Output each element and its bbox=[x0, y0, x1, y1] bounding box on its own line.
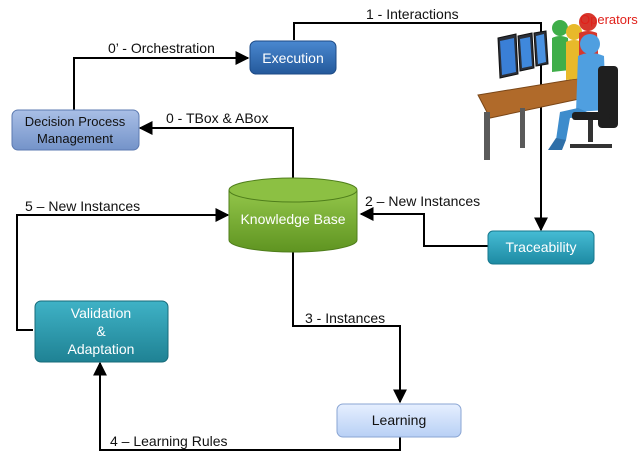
edge-interactions: 1 - Interactions bbox=[293, 6, 548, 232]
node-decision-label-line2: Management bbox=[37, 131, 113, 146]
node-validation-adaptation: Validation & Adaptation bbox=[34, 300, 169, 363]
node-traceability: Traceability bbox=[487, 230, 595, 265]
operators-illustration: Operators bbox=[477, 12, 638, 160]
node-validation-label-line1: Validation bbox=[71, 305, 131, 321]
node-decision-label-line1: Decision Process bbox=[25, 114, 126, 129]
edge-learning-rules: 4 – Learning Rules bbox=[93, 361, 401, 451]
node-validation-label-line3: Adaptation bbox=[68, 341, 135, 357]
edge-learning-rules-label: 4 – Learning Rules bbox=[110, 433, 228, 449]
edge-new-instances-left-label: 5 – New Instances bbox=[25, 198, 140, 214]
monitor-icon bbox=[533, 30, 549, 67]
node-traceability-label: Traceability bbox=[505, 239, 576, 255]
edge-instances: 3 - Instances bbox=[292, 252, 407, 404]
node-execution-label: Execution bbox=[262, 50, 323, 66]
edge-tbox-abox: 0 - TBox & ABox bbox=[138, 110, 294, 180]
edge-instances-label: 3 - Instances bbox=[305, 310, 385, 326]
edge-new-instances-right: 2 – New Instances bbox=[359, 193, 488, 247]
node-knowledge-base-label: Knowledge Base bbox=[240, 211, 345, 227]
edge-interactions-label: 1 - Interactions bbox=[366, 6, 459, 22]
edge-orchestration: 0’ - Orchestration bbox=[73, 40, 250, 110]
node-decision-process-management: Decision Process Management bbox=[11, 109, 140, 151]
chair-icon bbox=[570, 66, 618, 148]
edge-new-instances-right-label: 2 – New Instances bbox=[365, 193, 480, 209]
edge-orchestration-label: 0’ - Orchestration bbox=[108, 40, 215, 56]
node-learning-label: Learning bbox=[372, 412, 427, 428]
node-execution: Execution bbox=[249, 40, 337, 75]
node-validation-label-line2: & bbox=[96, 323, 106, 339]
edge-new-instances-left: 5 – New Instances bbox=[16, 198, 230, 331]
edge-tbox-abox-label: 0 - TBox & ABox bbox=[166, 110, 268, 126]
operators-label: Operators bbox=[580, 12, 638, 27]
monitor-icon bbox=[497, 33, 519, 79]
node-learning: Learning bbox=[336, 403, 462, 438]
node-knowledge-base: Knowledge Base bbox=[228, 177, 358, 253]
operator-figure-green bbox=[552, 20, 570, 72]
monitor-icon bbox=[517, 32, 535, 72]
